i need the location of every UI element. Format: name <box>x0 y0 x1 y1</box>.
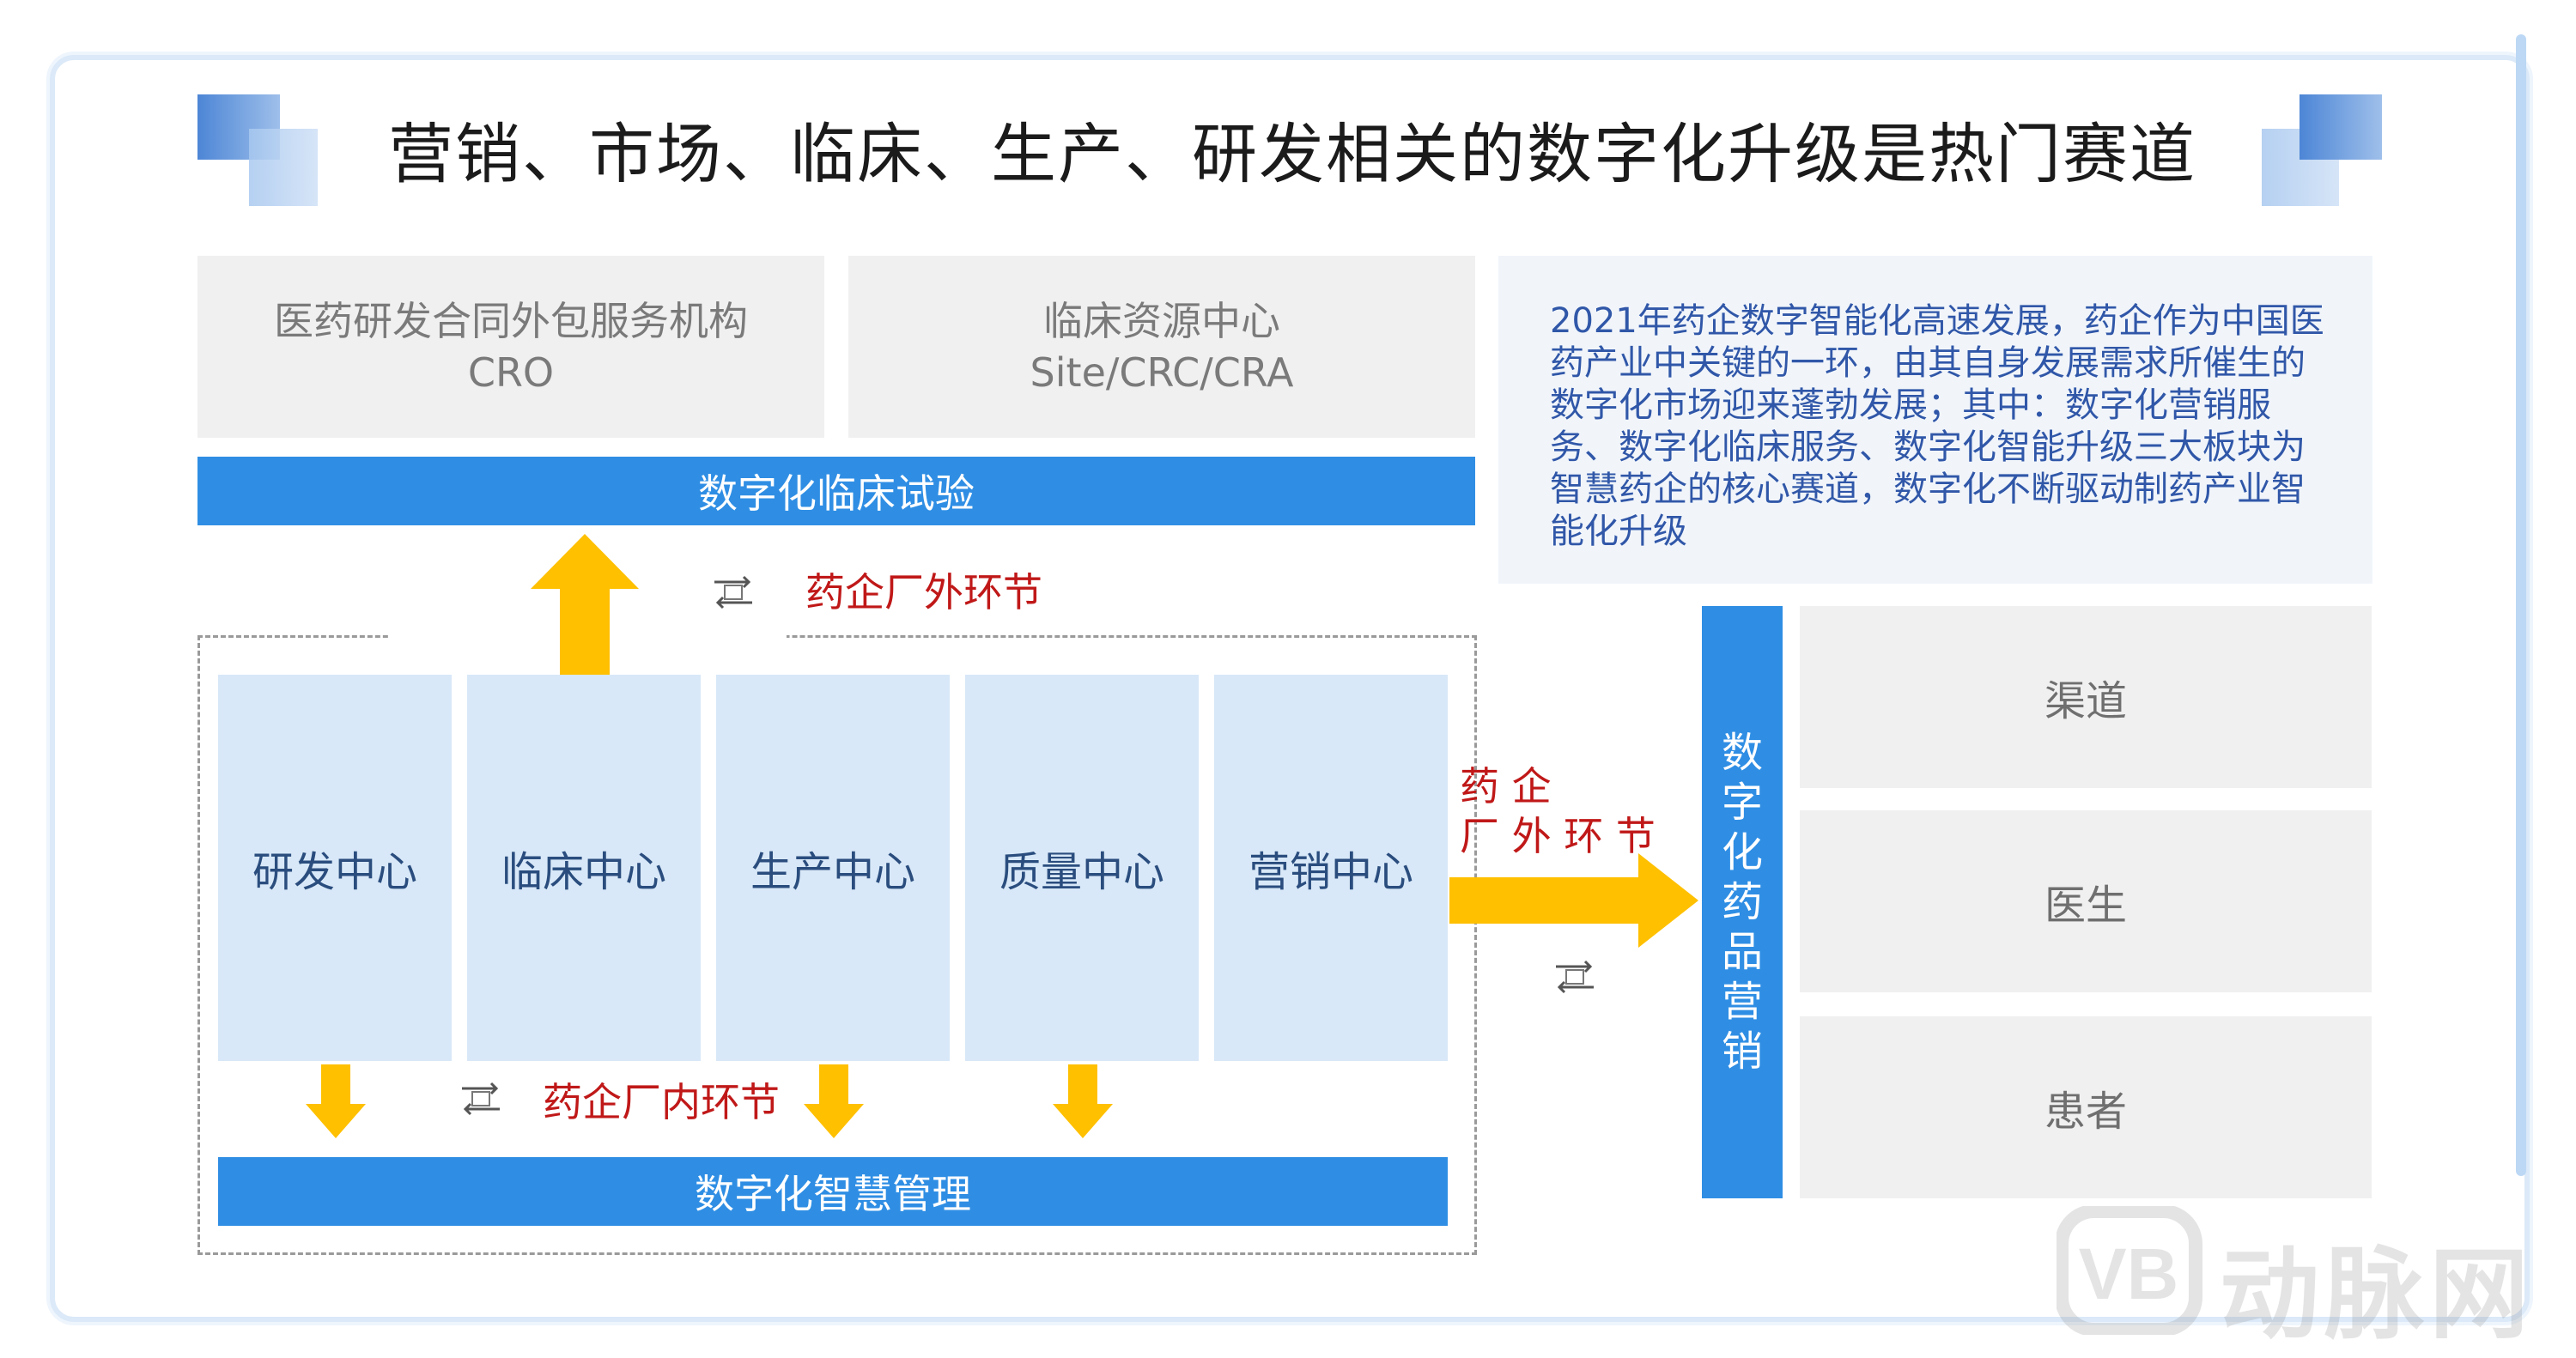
management-bar: 数字化智慧管理 <box>218 1157 1448 1226</box>
site-box: 临床资源中心 Site/CRC/CRA <box>848 256 1475 438</box>
cro-box-subtitle: CRO <box>467 349 555 396</box>
marketing-bar-char: 销 <box>1721 1028 1763 1076</box>
center-production: 生产中心 <box>716 675 950 1061</box>
marketing-bar-char: 数 <box>1721 729 1763 777</box>
watermark-text: 动脉网 <box>2220 1237 2534 1353</box>
outside-link-label-right-1: 药 企 <box>1460 763 1552 809</box>
center-marketing: 营销中心 <box>1214 675 1448 1061</box>
center-quality: 质量中心 <box>965 675 1199 1061</box>
title-decoration-left-2 <box>249 129 318 206</box>
right-arrow-icon <box>1449 853 1698 948</box>
down-arrow-icon <box>306 1064 366 1138</box>
cycle-icon <box>714 575 752 609</box>
outside-link-label-top: 药企厂外环节 <box>805 569 1042 615</box>
cro-box-title: 医药研发合同外包服务机构 <box>274 298 748 344</box>
digital-marketing-bar: 数 字 化 药 品 营 销 <box>1702 606 1783 1198</box>
up-arrow-icon <box>531 534 639 675</box>
description-panel: 2021年药企数字智能化高速发展，药企作为中国医药产业中关键的一环，由其自身发展… <box>1498 256 2372 584</box>
page-title: 营销、市场、临床、生产、研发相关的数字化升级是热门赛道 <box>388 116 2196 192</box>
frame-accent <box>2516 34 2526 1176</box>
site-box-title: 临床资源中心 <box>1043 298 1280 344</box>
cycle-icon <box>1556 960 1594 994</box>
marketing-bar-char: 药 <box>1721 878 1763 926</box>
cycle-icon <box>462 1082 500 1116</box>
svg-text:VB: VB <box>2079 1234 2179 1314</box>
title-decoration-right <box>2300 94 2382 160</box>
marketing-bar-char: 营 <box>1721 978 1763 1026</box>
down-arrow-icon <box>804 1064 864 1138</box>
watermark: VB 动脉网 <box>2057 1202 2563 1353</box>
marketing-bar-char: 字 <box>1721 779 1763 827</box>
internal-dashed-frame <box>197 635 1477 1255</box>
marketing-bar-char: 品 <box>1721 928 1763 976</box>
channel-box: 渠道 <box>1800 606 2372 788</box>
doctor-box: 医生 <box>1800 810 2372 992</box>
patient-box: 患者 <box>1800 1016 2372 1198</box>
clinical-trial-bar: 数字化临床试验 <box>197 457 1475 525</box>
watermark-logo-icon: VB <box>2057 1206 2202 1335</box>
cro-box: 医药研发合同外包服务机构 CRO <box>197 256 824 438</box>
outer-frame <box>50 55 2530 1322</box>
site-box-subtitle: Site/CRC/CRA <box>1030 349 1294 396</box>
center-rnd: 研发中心 <box>218 675 452 1061</box>
center-clinical: 临床中心 <box>467 675 701 1061</box>
marketing-bar-char: 化 <box>1721 828 1763 876</box>
outside-link-label-right-2: 厂 外 环 节 <box>1460 813 1656 859</box>
down-arrow-icon <box>1053 1064 1113 1138</box>
inside-link-label: 药企厂内环节 <box>543 1079 780 1125</box>
